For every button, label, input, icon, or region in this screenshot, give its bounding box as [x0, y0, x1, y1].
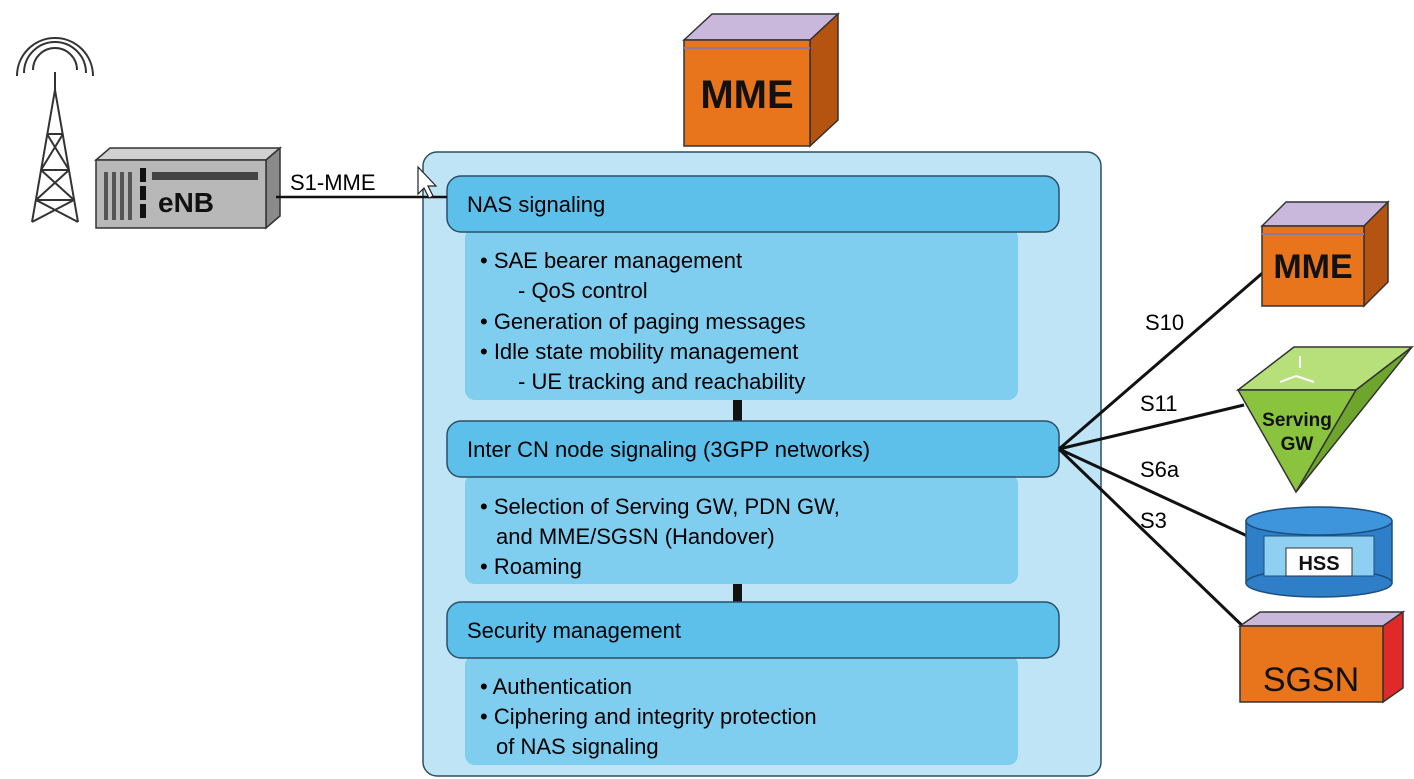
interface-label: S10 — [1145, 310, 1184, 335]
security-header — [446, 601, 1060, 659]
interface-label: S11 — [1140, 391, 1178, 416]
section-connector — [733, 400, 742, 422]
list-item: • Selection of Serving GW, PDN GW, — [480, 494, 840, 519]
s10-link — [1058, 268, 1267, 451]
inter-cn-items-box — [465, 474, 1018, 584]
mme-cube-top: MME — [682, 12, 840, 148]
list-item: - UE tracking and reachability — [518, 369, 805, 394]
list-item: • Generation of paging messages — [480, 309, 806, 334]
serving-gw-node: Serving GW — [1235, 346, 1414, 494]
nas-title: NAS signaling — [467, 192, 605, 217]
list-item: of NAS signaling — [496, 734, 659, 759]
mme-right-label: MME — [1273, 248, 1352, 286]
s11-link — [1058, 403, 1245, 451]
hss-label: HSS — [1298, 553, 1339, 575]
list-item: - QoS control — [518, 278, 648, 303]
list-item: • SAE bearer management — [480, 248, 742, 273]
serving-gw-label-line1: Serving — [1262, 410, 1332, 431]
s1-mme-label: S1-MME — [290, 170, 376, 195]
mme-cube-right: MME — [1260, 200, 1390, 308]
enb-node: eNB — [93, 146, 283, 230]
security-items-box — [465, 655, 1018, 765]
hss-node: HSS — [1245, 506, 1393, 598]
sgsn-node: SGSN — [1237, 610, 1406, 704]
serving-gw-label-line2: GW — [1281, 434, 1314, 455]
nas-header — [446, 175, 1060, 233]
security-title: Security management — [467, 618, 681, 643]
list-item: • Idle state mobility management — [480, 339, 798, 364]
section-connector — [733, 582, 742, 604]
list-item: • Ciphering and integrity protection — [480, 704, 817, 729]
mouse-cursor-icon — [417, 165, 438, 199]
nas-items-box — [465, 228, 1018, 400]
list-item: • Roaming — [480, 554, 582, 579]
mme-top-label: MME — [700, 73, 793, 117]
s3-link — [1057, 447, 1254, 637]
interface-label: S3 — [1140, 508, 1167, 533]
antenna-tower-icon — [16, 37, 94, 223]
inter-cn-title: Inter CN node signaling (3GPP networks) — [467, 437, 870, 462]
list-item: and MME/SGSN (Handover) — [496, 524, 775, 549]
s6a-link — [1058, 447, 1257, 542]
interface-label: S6a — [1140, 457, 1180, 482]
list-item: • Authentication — [480, 674, 632, 699]
sgsn-label: SGSN — [1263, 661, 1359, 699]
enb-label: eNB — [158, 187, 214, 218]
